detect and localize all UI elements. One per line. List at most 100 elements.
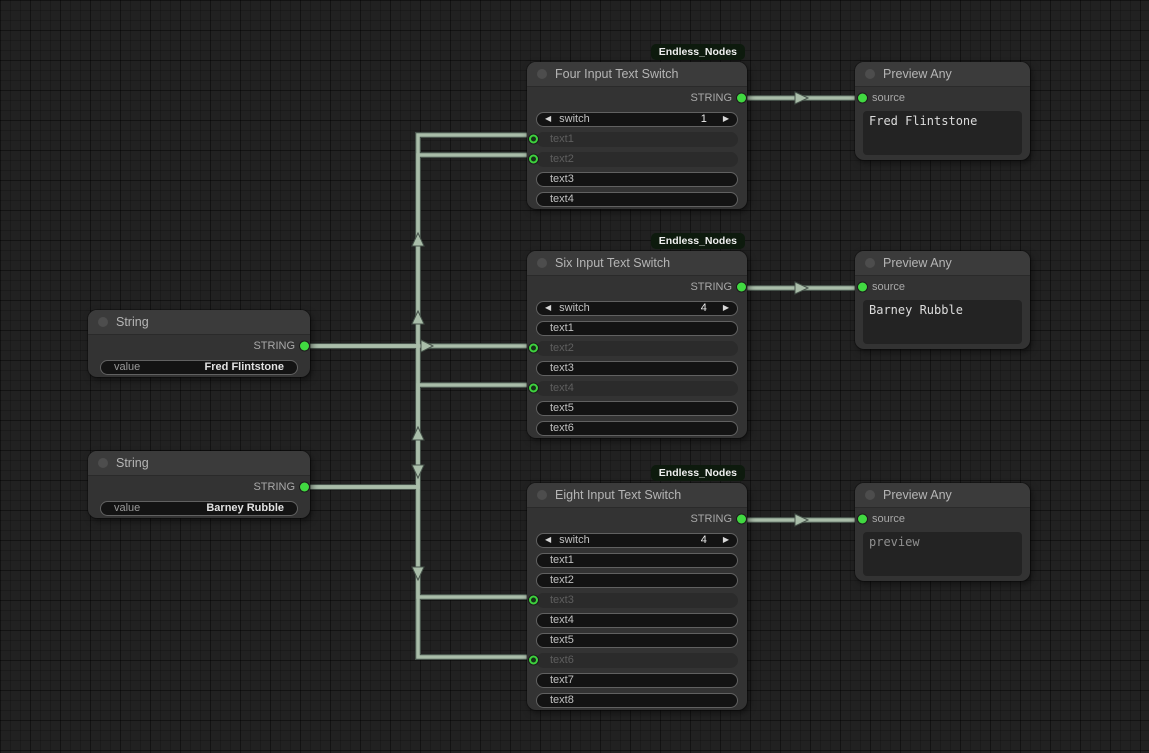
switch-label: switch xyxy=(559,534,590,546)
input-row-text5[interactable]: text5 xyxy=(527,398,747,418)
input-label: source xyxy=(872,513,906,525)
arrow-right-icon xyxy=(420,339,435,353)
input-port-source[interactable] xyxy=(858,93,867,103)
node-preview-any-fred[interactable]: Preview Any source Fred Flintstone xyxy=(855,62,1030,160)
node-title: Four Input Text Switch xyxy=(555,67,679,81)
widget-label: text4 xyxy=(550,382,574,394)
switch-next-icon[interactable]: ▶ xyxy=(722,535,729,544)
node-group-badge: Endless_Nodes xyxy=(650,44,745,60)
widget-label: text3 xyxy=(550,362,574,374)
node-group-badge: Endless_Nodes xyxy=(650,465,745,481)
node-six-input-text-switch[interactable]: Endless_Nodes Six Input Text Switch STRI… xyxy=(527,233,747,438)
input-row-text6[interactable]: text6 xyxy=(527,418,747,438)
node-title: Preview Any xyxy=(883,67,952,81)
output-label: STRING xyxy=(253,340,295,352)
node-title: Preview Any xyxy=(883,256,952,270)
node-title-bar[interactable]: Preview Any xyxy=(855,483,1030,508)
input-port-text6[interactable] xyxy=(529,655,538,665)
node-title-bar[interactable]: Six Input Text Switch xyxy=(527,251,747,276)
switch-next-icon[interactable]: ▶ xyxy=(722,114,729,123)
preview-text-area: Barney Rubble xyxy=(863,300,1022,344)
switch-value: 4 xyxy=(700,534,707,546)
node-status-dot-icon[interactable] xyxy=(865,69,875,79)
node-status-dot-icon[interactable] xyxy=(98,458,108,468)
switch-prev-icon[interactable]: ◀ xyxy=(545,114,552,123)
input-port-text1[interactable] xyxy=(529,134,538,144)
node-title-bar[interactable]: Four Input Text Switch xyxy=(527,62,747,87)
input-port-text2[interactable] xyxy=(529,154,538,164)
input-port-text4[interactable] xyxy=(529,383,538,393)
input-port-text3[interactable] xyxy=(529,595,538,605)
input-row-source: source xyxy=(855,276,1030,298)
output-port-string[interactable] xyxy=(737,514,746,524)
output-row-string: STRING xyxy=(527,508,747,530)
switch-widget[interactable]: ◀ switch 1 ▶ xyxy=(527,109,747,129)
arrow-right-icon xyxy=(794,91,810,105)
input-row-text2[interactable]: text2 xyxy=(527,149,747,169)
widget-label: text3 xyxy=(550,173,574,185)
node-title: Preview Any xyxy=(883,488,952,502)
node-preview-any-empty[interactable]: Preview Any source preview xyxy=(855,483,1030,581)
node-four-input-text-switch[interactable]: Endless_Nodes Four Input Text Switch STR… xyxy=(527,44,747,209)
preview-text-area: preview xyxy=(863,532,1022,576)
input-port-source[interactable] xyxy=(858,514,867,524)
node-title-bar[interactable]: String xyxy=(88,310,310,335)
input-row-text2[interactable]: text2 xyxy=(527,570,747,590)
output-port-string[interactable] xyxy=(737,282,746,292)
input-row-text4[interactable]: text4 xyxy=(527,610,747,630)
switch-value: 4 xyxy=(700,302,707,314)
node-status-dot-icon[interactable] xyxy=(537,490,547,500)
node-preview-any-barney[interactable]: Preview Any source Barney Rubble xyxy=(855,251,1030,349)
switch-widget[interactable]: ◀ switch 4 ▶ xyxy=(527,530,747,550)
node-string-barney[interactable]: String STRING value Barney Rubble xyxy=(88,451,310,518)
output-port-string[interactable] xyxy=(300,482,309,492)
input-row-text3[interactable]: text3 xyxy=(527,169,747,189)
input-port-text2[interactable] xyxy=(529,343,538,353)
input-row-text8[interactable]: text8 xyxy=(527,690,747,710)
input-row-text1[interactable]: text1 xyxy=(527,318,747,338)
switch-prev-icon[interactable]: ◀ xyxy=(545,535,552,544)
input-row-text6[interactable]: text6 xyxy=(527,650,747,670)
switch-label: switch xyxy=(559,302,590,314)
node-status-dot-icon[interactable] xyxy=(537,258,547,268)
switch-widget[interactable]: ◀ switch 4 ▶ xyxy=(527,298,747,318)
input-row-text2[interactable]: text2 xyxy=(527,338,747,358)
output-port-string[interactable] xyxy=(737,93,746,103)
value-widget[interactable]: value Barney Rubble xyxy=(88,498,310,518)
output-label: STRING xyxy=(690,281,732,293)
widget-label: text4 xyxy=(550,614,574,626)
input-row-text5[interactable]: text5 xyxy=(527,630,747,650)
widget-label: text5 xyxy=(550,634,574,646)
switch-prev-icon[interactable]: ◀ xyxy=(545,303,552,312)
node-status-dot-icon[interactable] xyxy=(537,69,547,79)
value-widget[interactable]: value Fred Flintstone xyxy=(88,357,310,377)
input-port-source[interactable] xyxy=(858,282,867,292)
output-label: STRING xyxy=(690,92,732,104)
node-status-dot-icon[interactable] xyxy=(865,258,875,268)
node-status-dot-icon[interactable] xyxy=(98,317,108,327)
node-title-bar[interactable]: Preview Any xyxy=(855,251,1030,276)
node-string-fred[interactable]: String STRING value Fred Flintstone xyxy=(88,310,310,377)
node-title-bar[interactable]: String xyxy=(88,451,310,476)
output-row-string: STRING xyxy=(527,87,747,109)
input-row-text7[interactable]: text7 xyxy=(527,670,747,690)
node-status-dot-icon[interactable] xyxy=(865,490,875,500)
input-row-text3[interactable]: text3 xyxy=(527,590,747,610)
input-row-source: source xyxy=(855,508,1030,530)
input-row-source: source xyxy=(855,87,1030,109)
switch-next-icon[interactable]: ▶ xyxy=(722,303,729,312)
input-row-text1[interactable]: text1 xyxy=(527,129,747,149)
switch-value: 1 xyxy=(700,113,707,125)
node-title-bar[interactable]: Eight Input Text Switch xyxy=(527,483,747,508)
widget-label: text1 xyxy=(550,133,574,145)
node-title-bar[interactable]: Preview Any xyxy=(855,62,1030,87)
node-title: String xyxy=(116,315,149,329)
input-row-text4[interactable]: text4 xyxy=(527,189,747,209)
output-port-string[interactable] xyxy=(300,341,309,351)
input-row-text1[interactable]: text1 xyxy=(527,550,747,570)
node-title: Eight Input Text Switch xyxy=(555,488,682,502)
input-row-text4[interactable]: text4 xyxy=(527,378,747,398)
node-eight-input-text-switch[interactable]: Endless_Nodes Eight Input Text Switch ST… xyxy=(527,465,747,710)
input-row-text3[interactable]: text3 xyxy=(527,358,747,378)
